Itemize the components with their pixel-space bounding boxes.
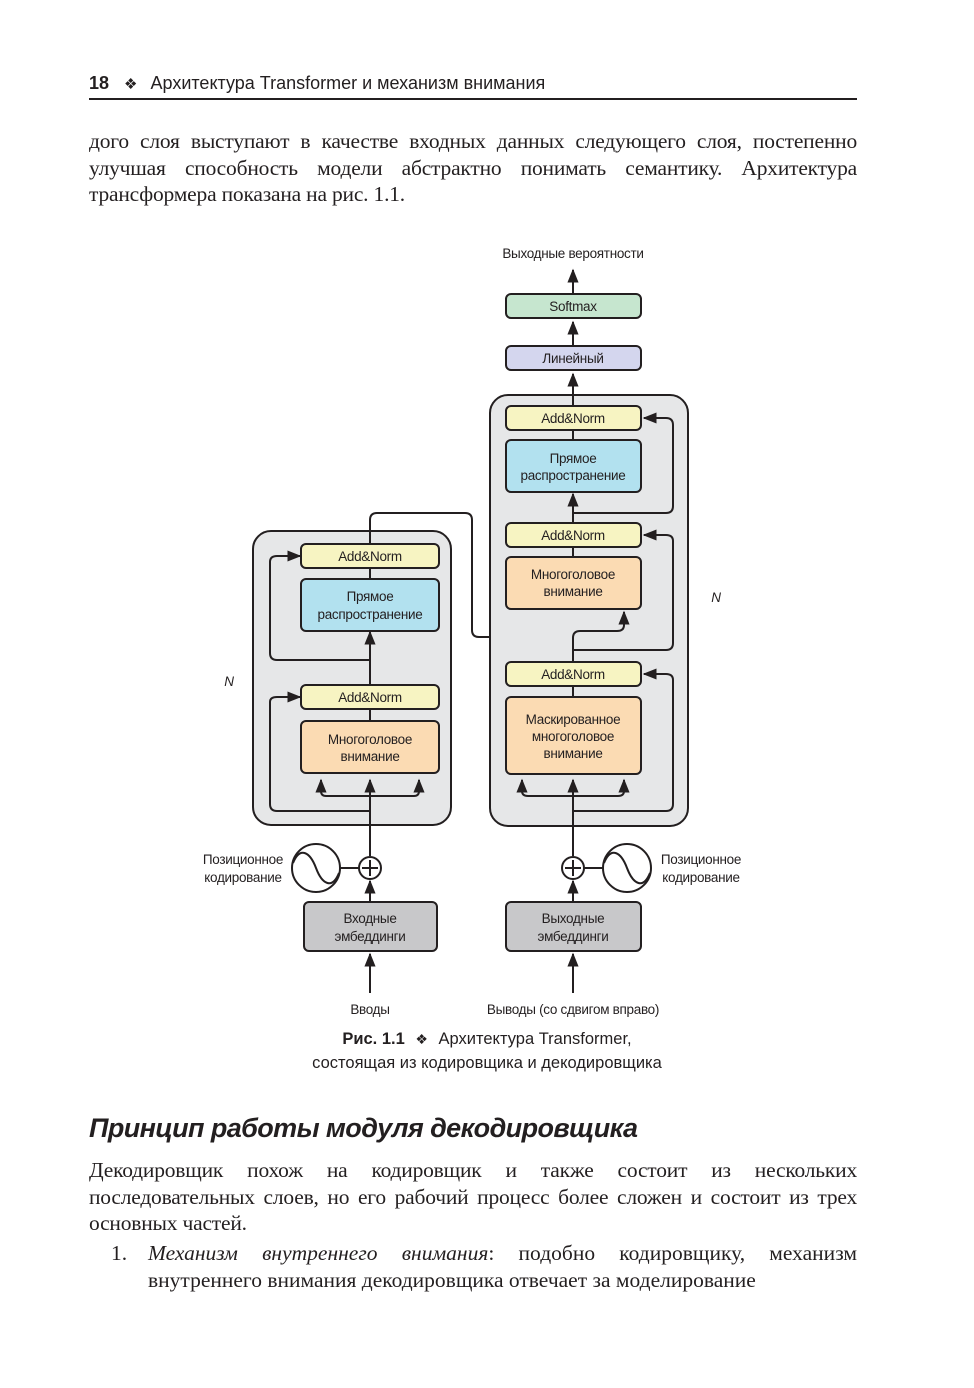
arrow [370,778,425,797]
decoder-feed-forward-label: Прямое [550,451,597,466]
encoder-embedding-label: Входные [343,911,396,926]
decoder-feed-forward-label: распространение [520,468,625,483]
encoder-add-norm-top-label: Add&Norm [338,549,402,564]
caption-line2: состоящая из кодировщика и декодировщика [312,1054,662,1072]
softmax-label: Softmax [549,299,597,314]
sine-wave [292,851,340,885]
section-paragraph: Декодировщик похож на кодировщик и также… [89,1158,857,1235]
encoder-repeat-label: N [224,674,234,689]
transformer-diagram: Выходные вероятности Softmax Линейный N … [203,246,742,1017]
page-number: 18 [89,73,110,93]
intro-paragraph: дого слоя выступают в качестве входных д… [89,129,857,206]
encoder-add-norm-bottom-label: Add&Norm [338,690,402,705]
decoder-cross-attention-label: внимание [543,584,602,599]
decoder-cross-attention-block [505,556,642,610]
decoder-pos-encoding-label: кодирование [662,870,739,885]
arrow [573,412,674,514]
numbered-list: 1. Механизм внутреннего внимания: подобн… [89,1240,857,1293]
encoder-embedding-label: эмбеддинги [334,929,405,944]
list-item-text: : подобно кодировщику, механизм внутренн… [148,1241,857,1292]
decoder-cross-attention-label: Многоголовое [531,567,615,582]
encoder-pos-encoding-label: кодирование [204,870,281,885]
decoder-pos-encoding-label: Позиционное [661,852,741,867]
linear-label: Линейный [542,351,603,366]
decoder-repeat-label: N [711,590,721,605]
linear-block [505,345,642,371]
separator-icon: ❖ [124,76,138,93]
encoder-layer [252,530,452,826]
list-item-term: Механизм внутреннего внимания [148,1241,489,1265]
decoder-masked-attention-label: многоголовое [532,729,614,744]
arrow [516,778,573,797]
sine-wave [603,851,651,885]
encoder-attention-label: Многоголовое [328,732,412,747]
list-item-number: 1. [111,1241,128,1265]
arrow [573,668,674,812]
decoder-input-label: Выводы (со сдвигом вправо) [487,1002,659,1017]
decoder-add-norm-bottom-label: Add&Norm [541,667,605,682]
decoder-embedding-label: Выходные [542,911,605,926]
list-item-body: Механизм внутреннего внимания: подобно к… [148,1240,857,1293]
arrow [573,529,674,651]
decoder-add-norm-mid-label: Add&Norm [541,528,605,543]
softmax-block [505,293,642,319]
encoder-feed-forward-label: распространение [317,607,422,622]
arrow [573,778,630,797]
encoder-attention-label: внимание [340,749,399,764]
encoder-input-label: Вводы [350,1002,389,1017]
encoder-embedding-block [303,901,438,952]
caption-separator-icon: ❖ [415,1031,428,1047]
decoder-add-norm-top-label: Add&Norm [541,411,605,426]
caption-label: Рис. 1.1 [342,1030,405,1048]
encoder-feed-forward-block [300,578,440,632]
decoder-feed-forward-block [505,439,642,493]
decoder-embedding-block [505,901,642,952]
arrow [269,550,370,661]
chapter-title: Архитектура Transformer и механизм внима… [150,73,546,93]
encoder-attention-block [300,720,440,774]
running-head: 18 ❖ Архитектура Transformer и механизм … [89,70,857,100]
decoder-masked-attention-label: внимание [543,746,602,761]
output-probabilities-label: Выходные вероятности [502,246,643,261]
encoder-feed-forward-label: Прямое [347,589,394,604]
arrow [269,691,370,812]
decoder-embedding-label: эмбеддинги [537,929,608,944]
caption-line1: Архитектура Transformer, [438,1030,632,1048]
encoder-pos-encoding-label: Позиционное [203,852,283,867]
list-item: 1. Механизм внутреннего внимания: подобн… [89,1240,857,1293]
section-title: Принцип работы модуля декодировщика [89,1113,638,1143]
figure-caption: Рис. 1.1 ❖ Архитектура Transformer, сост… [200,1027,774,1075]
arrow [572,610,630,662]
arrow [315,778,370,797]
decoder-masked-attention-label: Маскированное [526,712,621,727]
